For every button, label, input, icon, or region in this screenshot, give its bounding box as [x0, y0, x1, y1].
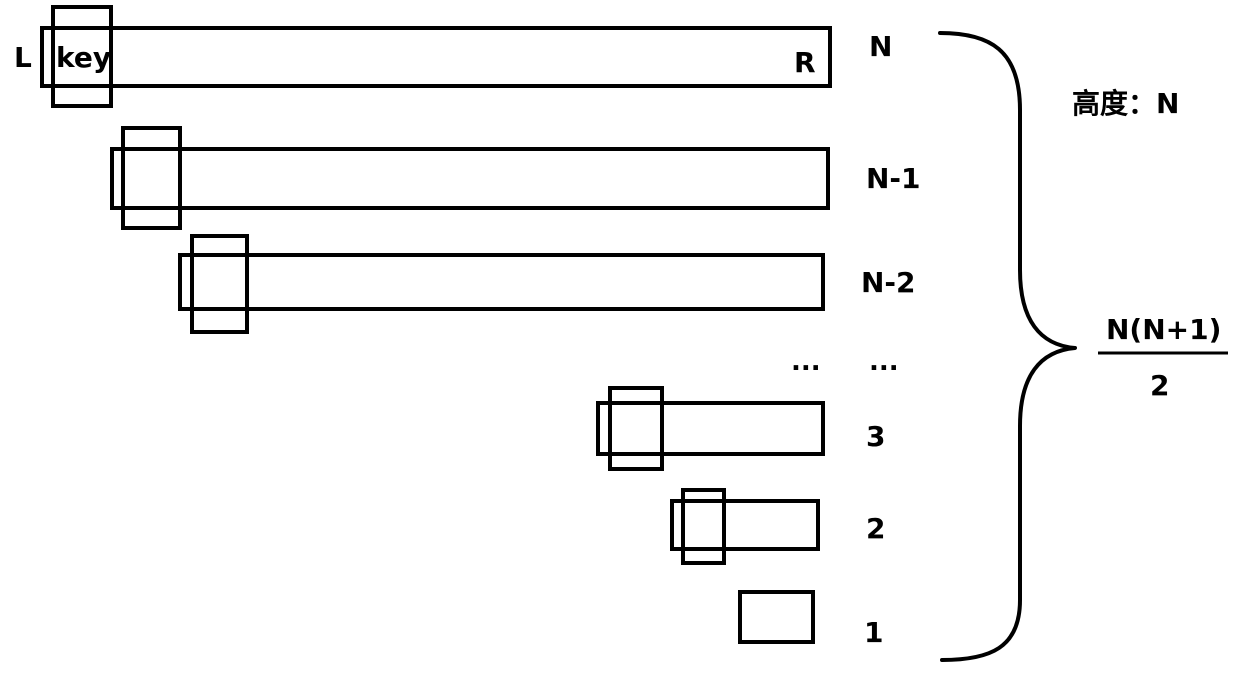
row-n: L key R N [14, 5, 892, 108]
row-label-1: 1 [864, 616, 883, 649]
key-box-3 [608, 386, 664, 471]
total-formula: N(N+1) 2 [1098, 313, 1228, 402]
array-bar-n-2 [178, 253, 825, 311]
height-label: 高度：N [1072, 87, 1179, 120]
row-n-2: N-2 [178, 234, 916, 334]
marker-right: R [794, 46, 816, 79]
key-box-2 [681, 488, 726, 565]
row-label-n: N [869, 30, 892, 63]
ellipsis-labels: ... [869, 347, 899, 377]
key-box-n-1 [121, 126, 182, 230]
row-n-1: N-1 [110, 126, 921, 230]
curly-brace [938, 31, 1077, 662]
row-label-2: 2 [866, 512, 885, 545]
array-bar-1 [738, 590, 815, 644]
row-3: 3 [596, 386, 885, 471]
array-bar-3 [596, 401, 825, 456]
row-label-n-1: N-1 [866, 162, 921, 195]
array-bar-2 [670, 499, 820, 551]
ellipsis-bars: ... [791, 347, 821, 377]
row-label-3: 3 [866, 420, 885, 453]
formula-numerator: N(N+1) [1106, 313, 1221, 346]
row-1: 1 [738, 590, 883, 649]
marker-left: L [14, 41, 32, 74]
array-bar-n-1 [110, 147, 830, 210]
row-label-n-2: N-2 [861, 266, 916, 299]
key-box-n [51, 5, 113, 108]
row-2: 2 [670, 488, 885, 565]
key-box-n-2 [190, 234, 249, 334]
formula-denominator: 2 [1150, 369, 1169, 402]
marker-key: key [56, 41, 111, 74]
array-bar-n [40, 26, 832, 88]
